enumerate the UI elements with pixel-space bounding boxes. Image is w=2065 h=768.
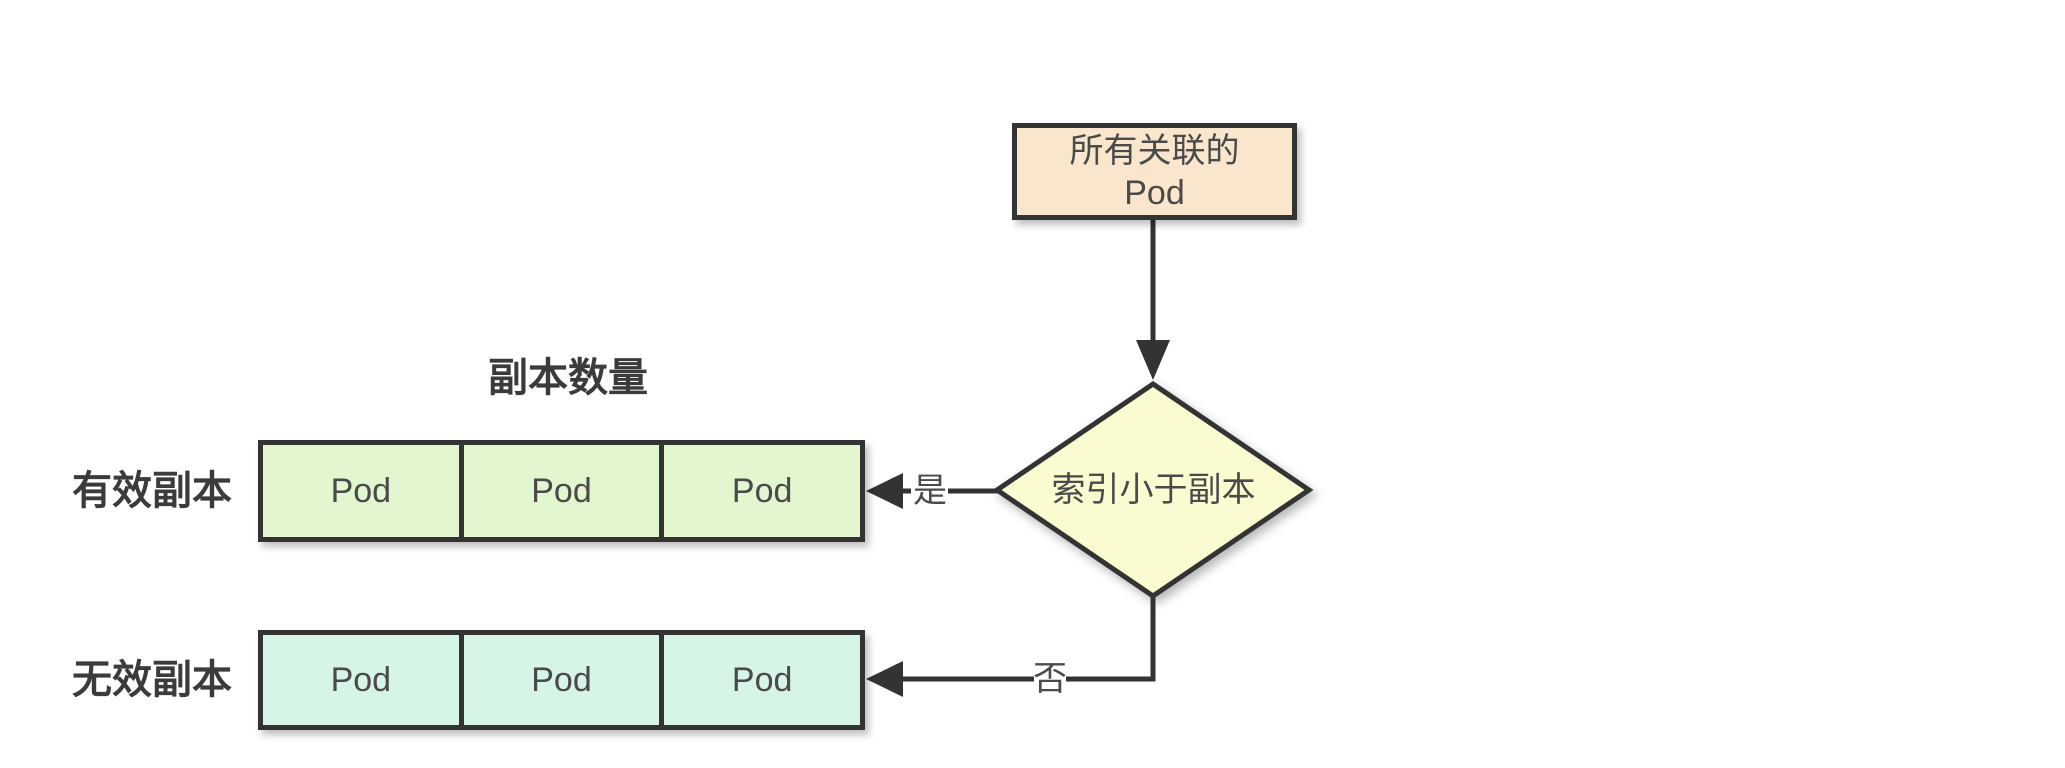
edge-label-yes: 是 <box>913 472 947 510</box>
arrowhead-down-icon <box>1136 340 1170 380</box>
node-all-related-pods: 所有关联的 Pod <box>1012 123 1297 220</box>
edge-label-no: 否 <box>1033 660 1067 698</box>
edge-no-elbow <box>1066 594 1156 682</box>
valid-replicas-row: Pod Pod Pod <box>258 440 865 542</box>
invalid-pod-1: Pod <box>263 635 459 725</box>
arrowhead-left-yes-icon <box>866 473 903 509</box>
node-all-related-pods-line2: Pod <box>1124 173 1185 212</box>
node-all-related-pods-line1: 所有关联的 <box>1069 131 1240 170</box>
replica-count-title: 副本数量 <box>488 356 648 400</box>
decision-label: 索引小于副本 <box>1051 471 1256 509</box>
invalid-pod-2: Pod <box>458 635 660 725</box>
valid-pod-3: Pod <box>659 445 861 537</box>
invalid-replicas-row: Pod Pod Pod <box>258 630 865 730</box>
valid-pod-2: Pod <box>458 445 660 537</box>
invalid-pod-3: Pod <box>659 635 861 725</box>
valid-pod-1: Pod <box>263 445 459 537</box>
valid-replicas-label: 有效副本 <box>72 469 232 513</box>
arrowhead-left-no-icon <box>866 661 903 697</box>
invalid-replicas-label: 无效副本 <box>72 658 232 702</box>
